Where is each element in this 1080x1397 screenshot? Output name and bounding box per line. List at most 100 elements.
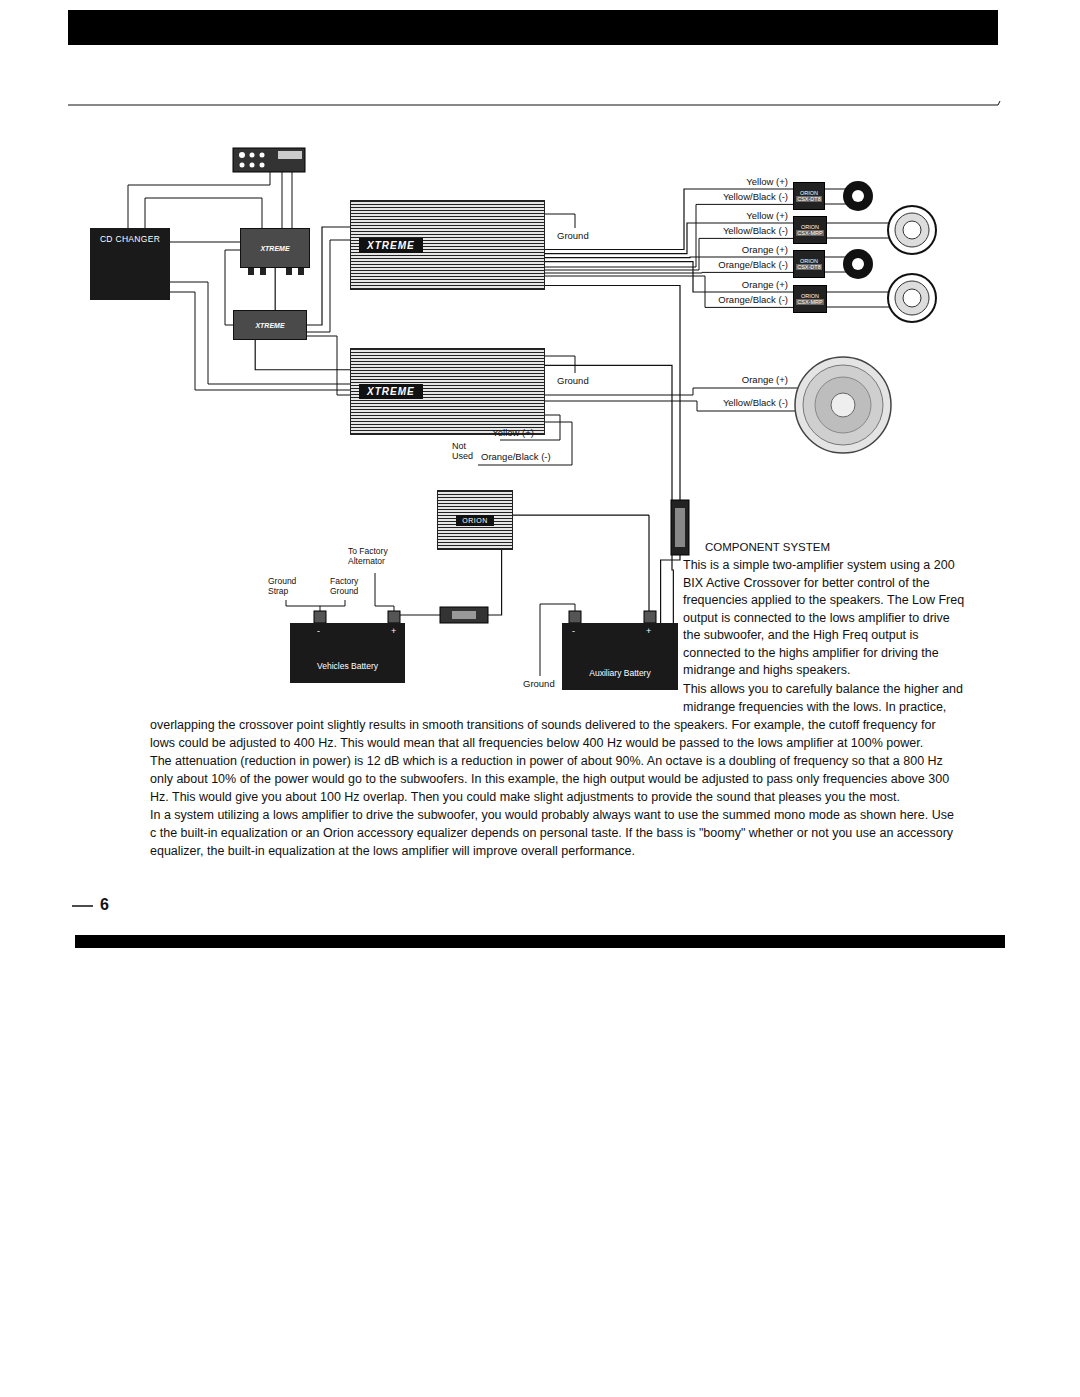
note: To Factory Alternator	[348, 547, 402, 567]
ground-label: Ground	[557, 376, 589, 387]
alternator-wire	[375, 573, 394, 611]
node-text: ORION	[462, 517, 487, 524]
node-text: Vehicles Battery	[317, 661, 378, 671]
text-group: XTREME	[260, 245, 289, 252]
text-group: XTREME	[255, 322, 284, 329]
footer-bar	[75, 935, 1005, 948]
node-text: CSX-MRP	[796, 299, 823, 305]
wire-connector	[170, 241, 240, 243]
wire-connector	[274, 268, 275, 310]
wire-color: Orange (+)	[742, 280, 788, 291]
text-group: ORIONCSX-DT8	[796, 258, 822, 270]
sub-wire	[545, 388, 802, 395]
passive-crossover: ORIONCSX-MRP	[793, 285, 827, 313]
text-group: ORIONCSX-MRP	[796, 293, 823, 305]
tweeter-dome	[852, 190, 864, 202]
wire	[307, 240, 350, 332]
wire-connector	[545, 286, 680, 624]
wire-connector	[255, 340, 350, 370]
page-dash	[72, 905, 93, 907]
text-group: ORIONCSX-MRP	[796, 224, 823, 236]
midrange	[888, 274, 936, 322]
node-text: CSX-MRP	[796, 230, 823, 236]
speaker-wire	[823, 307, 892, 308]
ground-label: Ground	[523, 679, 555, 690]
head-unit-knob	[239, 152, 245, 158]
node-text: XTREME	[367, 240, 415, 251]
lows-amplifier: XTREME	[350, 348, 545, 435]
text-group: ORION	[456, 515, 493, 526]
wire-color: Orange/Black (-)	[718, 295, 788, 306]
power-parts	[75, 500, 1005, 948]
processor-feet	[248, 268, 304, 275]
speaker-wire	[823, 238, 892, 239]
power-unit: ORION	[437, 490, 513, 550]
terminal-sign: -	[572, 626, 575, 636]
ground-label: Ground Strap	[268, 577, 304, 597]
passive-crossover: ORIONCSX-DT8	[793, 182, 825, 210]
wire-color: Orange (+)	[742, 245, 788, 256]
wire-color: Orange/Black (-)	[718, 260, 788, 271]
highs-amplifier: XTREME	[350, 200, 545, 290]
battery-terminal	[644, 611, 656, 623]
wire-connector	[545, 256, 793, 258]
text-group: Auxiliary Battery	[589, 668, 650, 678]
body-text: overlapping the crossover point slightly…	[150, 716, 962, 752]
body-text: The attenuation (reduction in power) is …	[150, 752, 962, 806]
text-group: XTREME	[359, 238, 423, 253]
wire	[170, 292, 350, 390]
speaker-wire	[823, 223, 892, 224]
ground-wire	[545, 356, 575, 373]
head-unit-button	[260, 163, 265, 168]
wire	[292, 172, 293, 228]
text-group: CD CHANGER	[100, 234, 160, 244]
terminal-sign: +	[646, 626, 651, 636]
wire-color: Yellow (+)	[492, 428, 534, 439]
section-heading: COMPONENT SYSTEM	[705, 541, 830, 554]
head-unit-button	[250, 163, 255, 168]
passive-crossover: ORIONCSX-DT8	[793, 250, 825, 278]
wire	[128, 172, 270, 228]
subwoofer-dome	[831, 393, 855, 417]
midrange-dome	[903, 289, 921, 307]
wire-connector	[394, 550, 502, 623]
wire-color: Yellow/Black (-)	[723, 192, 788, 203]
vehicle-battery: Vehicles Battery	[290, 623, 405, 683]
wire-connector	[545, 365, 673, 623]
fuse-block	[671, 500, 689, 555]
ground-wire	[320, 600, 345, 606]
node-text: CD CHANGER	[100, 234, 160, 244]
node-text: XTREME	[367, 386, 415, 397]
header-bar	[68, 10, 998, 45]
connector-group	[170, 189, 793, 623]
terminal-sign: +	[391, 626, 396, 636]
page-number: 6	[100, 896, 109, 914]
text-group: ORIONCSX-DT8	[796, 190, 822, 202]
battery-terminal	[314, 611, 326, 623]
auxiliary-battery: Auxiliary Battery	[562, 623, 678, 690]
terminal-sign: -	[317, 626, 320, 636]
rule-line	[68, 101, 1000, 105]
head-unit-display	[278, 151, 302, 159]
wire-connector	[513, 515, 649, 623]
ground-label: Ground	[557, 231, 589, 242]
node-text: CSX-DT8	[796, 264, 822, 270]
body-text: This is a simple two-amplifier system us…	[683, 557, 965, 680]
ground-wire	[286, 600, 320, 611]
midrange-cone	[895, 281, 929, 315]
speaker-wire	[823, 189, 846, 190]
tweeter	[843, 249, 873, 279]
ground-label: Factory Ground	[330, 577, 370, 597]
wire	[307, 336, 350, 395]
speaker-wire	[823, 272, 846, 273]
subwoofer-cone	[803, 365, 883, 445]
inline-fuse	[440, 607, 488, 623]
wire	[170, 282, 350, 384]
passive-crossover: ORIONCSX-MRP	[793, 216, 827, 244]
text-group: XTREME	[359, 384, 423, 399]
inline-fuse-window	[452, 611, 476, 619]
wire-connector	[307, 227, 350, 325]
subwoofer	[795, 357, 891, 453]
